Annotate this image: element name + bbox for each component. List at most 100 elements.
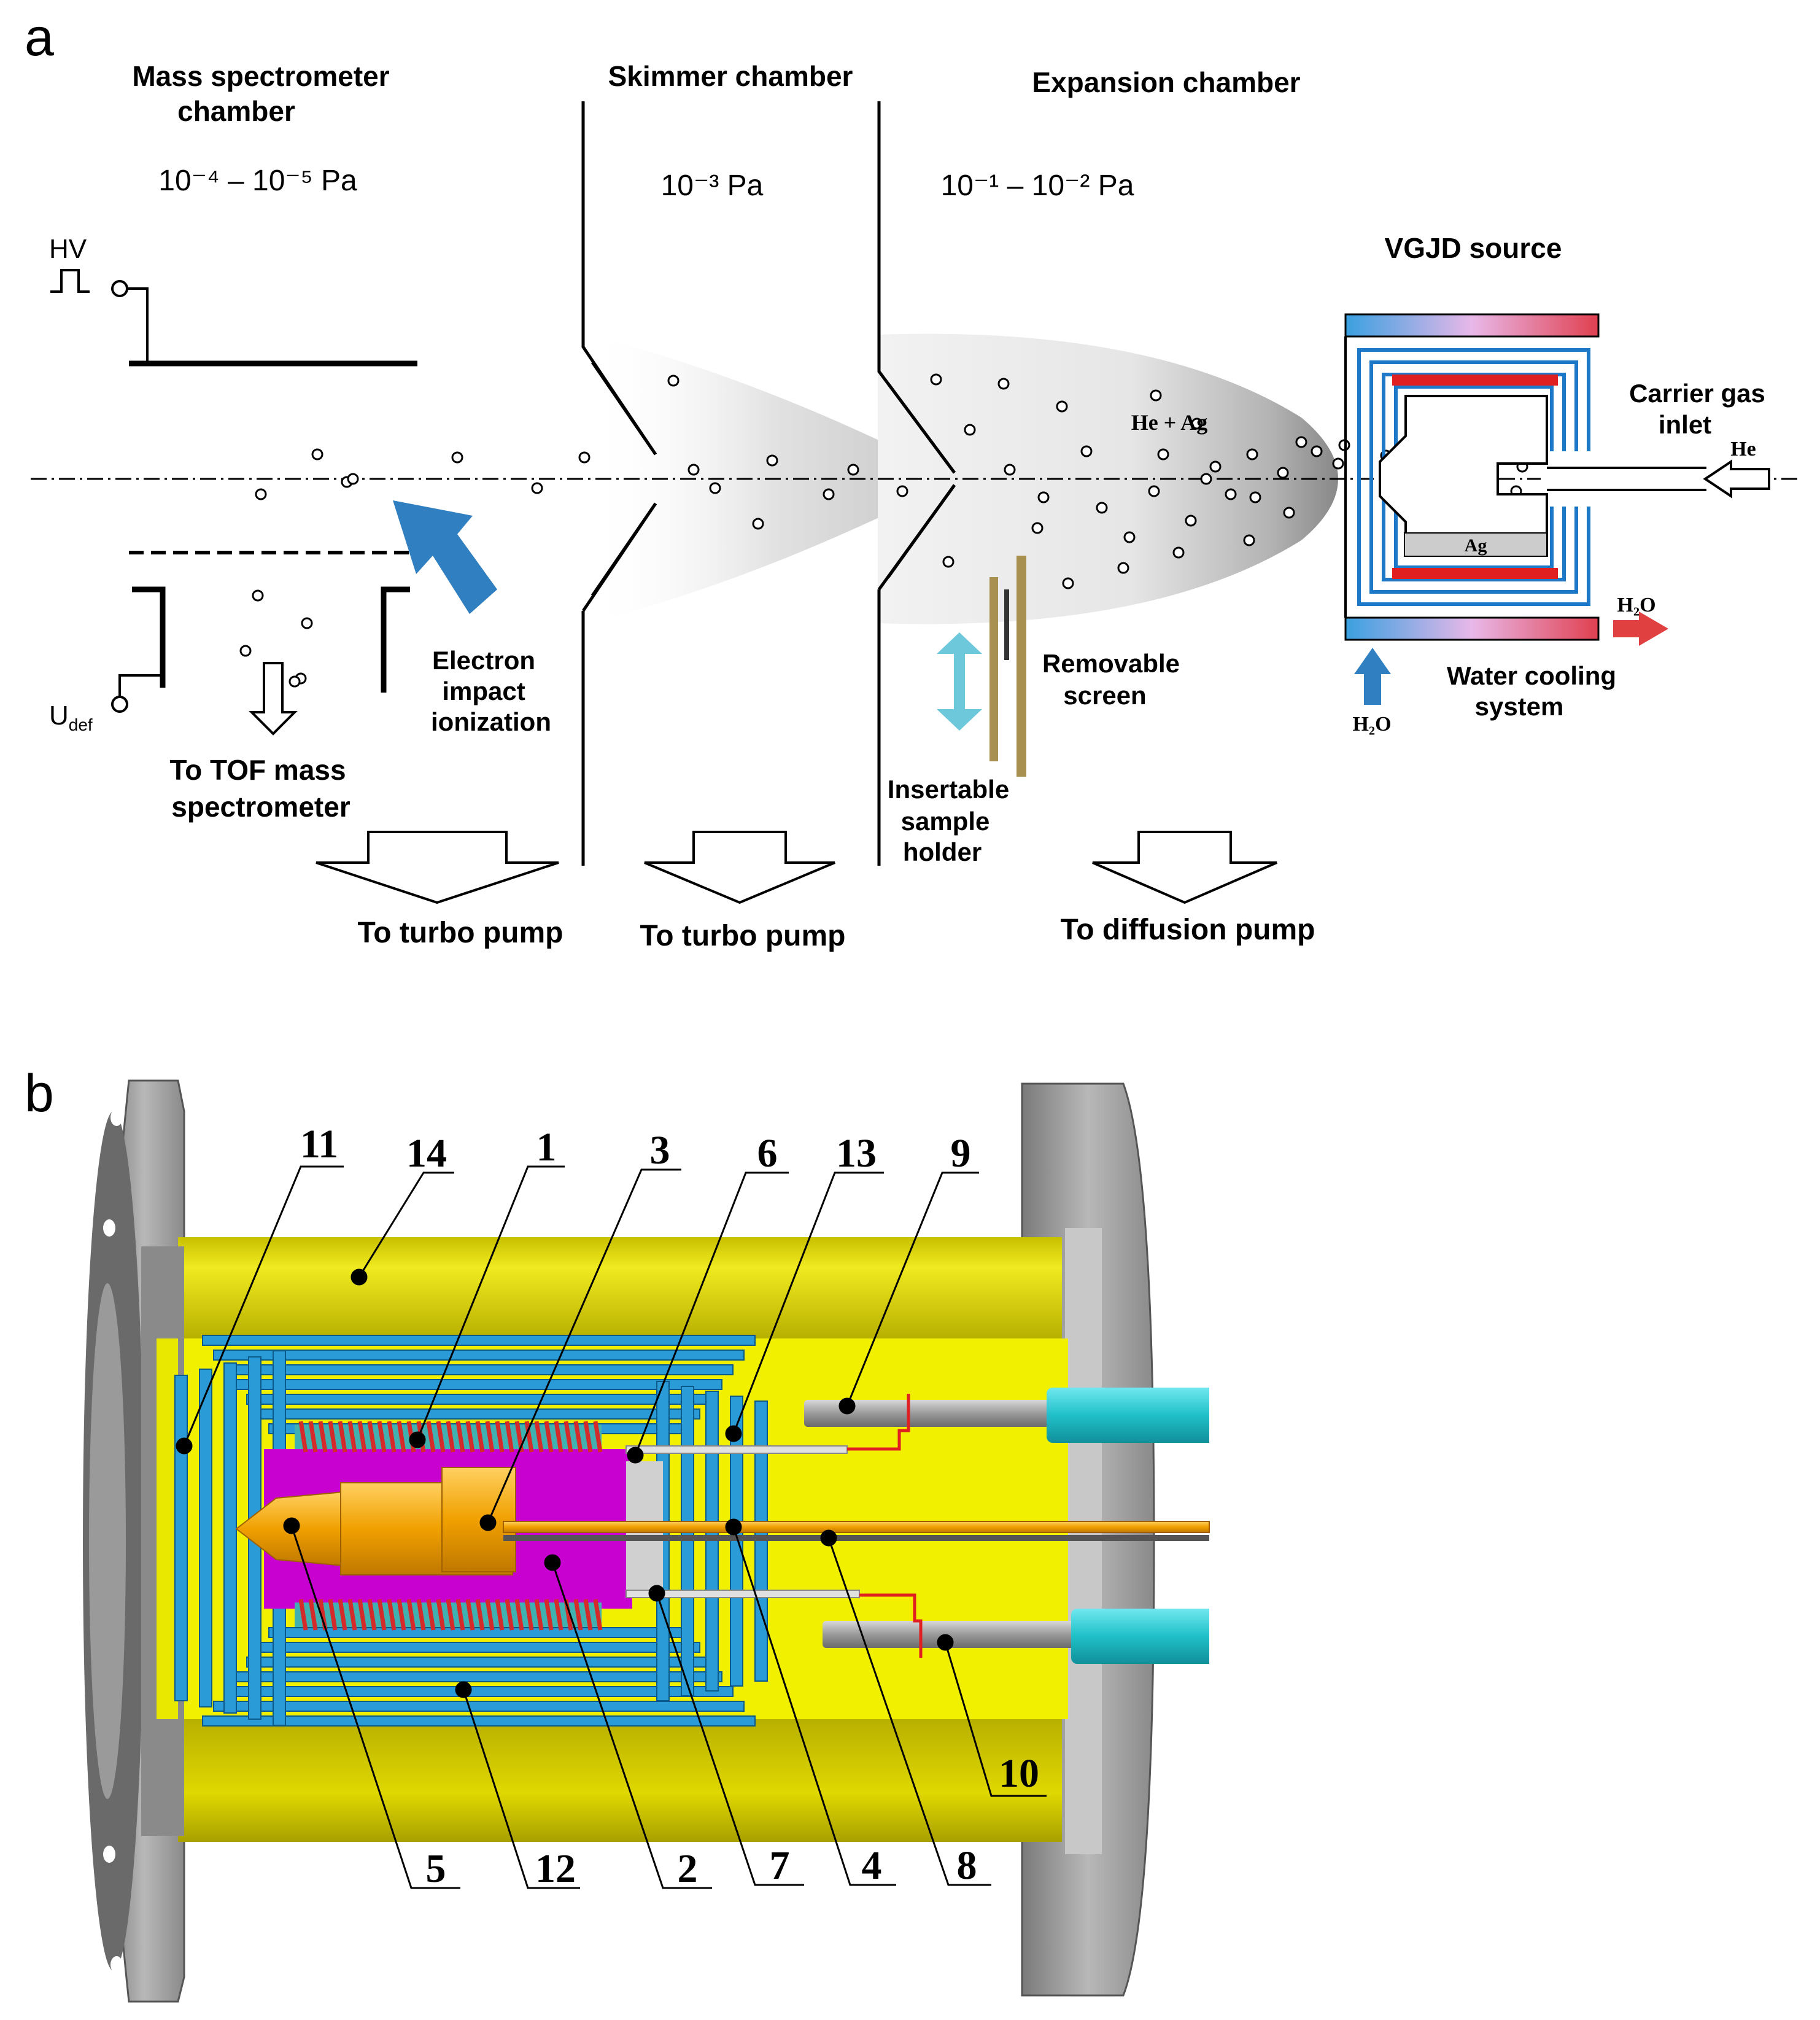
callout-dot <box>648 1585 665 1602</box>
expansion-pressure: 10⁻¹ – 10⁻² Pa <box>941 169 1134 202</box>
callout-6: 6 <box>757 1131 778 1176</box>
skimmer-wall-left <box>581 101 657 866</box>
insertable-sample-holder-rod <box>989 577 998 761</box>
callout-leader-line <box>732 1526 896 1886</box>
carrier-gas-tube <box>1541 468 1706 490</box>
callout-11: 11 <box>300 1122 338 1167</box>
callout-leader-line <box>487 1168 681 1523</box>
hv-label: HV <box>49 234 87 264</box>
callout-5: 5 <box>426 1846 446 1891</box>
coil-turn-bottom <box>406 1599 416 1631</box>
callout-leader-line <box>827 1537 991 1886</box>
callout-leader-line <box>944 1642 1047 1797</box>
particle-dot <box>578 451 591 464</box>
coil-turn-bottom <box>475 1599 485 1631</box>
particle-dot <box>930 373 942 386</box>
coil-turn-bottom <box>524 1599 534 1631</box>
particle-dot <box>896 485 908 497</box>
callout-4: 4 <box>862 1843 882 1888</box>
callout-dot <box>725 1425 742 1442</box>
coil-turn-bottom <box>514 1599 524 1631</box>
particle-dot <box>1332 457 1344 470</box>
particle-dot <box>847 464 859 476</box>
flange-bolt-hole-3 <box>103 1846 115 1863</box>
udef-label: Udef <box>49 701 93 734</box>
callout-leader-line <box>634 1171 789 1456</box>
left-flange-bore <box>89 1283 126 1799</box>
particle-dot <box>942 556 955 568</box>
cyan-fitting-top <box>1080 1388 1209 1443</box>
coil-turn-bottom <box>387 1599 397 1631</box>
particle-dot <box>1200 473 1212 485</box>
particle-dot <box>531 482 543 494</box>
particle-dot <box>252 589 264 602</box>
callout-9: 9 <box>951 1131 971 1176</box>
particle-dot <box>1209 460 1222 473</box>
electron-label-line1: Electron <box>432 646 535 675</box>
pump-label-2: To turbo pump <box>640 920 845 952</box>
particle-dot <box>997 378 1010 390</box>
particle-dot <box>347 473 359 485</box>
callout-2: 2 <box>678 1846 698 1891</box>
coil-turn-top <box>367 1421 377 1453</box>
electron-impact-arrow <box>393 500 497 614</box>
coil-turn-bottom <box>455 1599 465 1631</box>
gas-feed-tube-shadow <box>503 1535 1209 1541</box>
particle-dot <box>1123 531 1136 543</box>
coil-turn-top <box>357 1421 367 1453</box>
flange-bolt-hole-1 <box>110 1109 123 1126</box>
mass-spec-title-line2: chamber <box>177 95 295 127</box>
callout-10: 10 <box>999 1751 1039 1796</box>
coil-turn-bottom <box>397 1599 406 1631</box>
nozzle-collar <box>441 1467 516 1572</box>
particle-dot <box>1080 445 1093 457</box>
holder-label-line1: Insertable <box>888 775 1009 804</box>
cooling-coil-line <box>1357 348 1590 606</box>
udef-terminal <box>111 674 163 713</box>
holder-label-line2: sample <box>901 807 990 836</box>
heat-shield-bottom-layer <box>202 1715 756 1727</box>
h2o-out-label: H₂O <box>1617 594 1655 616</box>
callout-leader-line <box>732 1171 884 1434</box>
callout-dot <box>479 1514 497 1531</box>
heat-shield-top-layer <box>246 1394 711 1405</box>
particle-dot <box>1185 515 1197 527</box>
coil-turn-bottom <box>505 1599 514 1631</box>
coil-turn-bottom <box>338 1599 347 1631</box>
coil-turn-top <box>308 1421 318 1453</box>
deflector-plate-left <box>132 586 166 688</box>
particle-dot <box>451 451 463 464</box>
particle-dot <box>1225 488 1237 500</box>
pump-arrow-3 <box>1092 831 1277 904</box>
particle-dot <box>1148 485 1160 497</box>
h2o-inlet-arrow <box>1354 648 1391 705</box>
callout-13: 13 <box>836 1131 877 1176</box>
particle-dot <box>1246 448 1258 460</box>
coil-turn-top <box>328 1421 338 1453</box>
heat-shield-left-layer <box>223 1362 237 1714</box>
callout-dot <box>283 1517 300 1534</box>
particle-dot <box>752 518 764 530</box>
particle-dot <box>687 464 700 476</box>
particle-dot <box>1117 562 1129 574</box>
he-inlet-arrow <box>1703 459 1770 499</box>
skimmer-wall-right <box>877 101 956 866</box>
heat-shield-bottom-layer <box>235 1671 722 1682</box>
particle-dot <box>1311 445 1323 457</box>
panel-a-letter: a <box>25 8 54 67</box>
coil-turn-top <box>426 1421 436 1453</box>
electron-label-line3: ionization <box>431 707 551 736</box>
callout-leader-line <box>462 1689 580 1889</box>
heat-shield-bottom-layer <box>213 1701 745 1712</box>
callout-leader-line <box>358 1171 454 1278</box>
particle-dot <box>1243 534 1255 546</box>
particle-dot <box>1037 491 1050 503</box>
coil-turn-top <box>544 1421 554 1453</box>
coil-turn-top <box>387 1421 397 1453</box>
coil-turn-bottom <box>544 1599 554 1631</box>
callout-dot <box>350 1268 368 1286</box>
particle-dot <box>1157 448 1169 460</box>
carrier-gas-label-line1: Carrier gas <box>1629 379 1765 408</box>
flange-bolt-hole-2 <box>103 1219 115 1237</box>
coil-turn-top <box>377 1421 387 1453</box>
